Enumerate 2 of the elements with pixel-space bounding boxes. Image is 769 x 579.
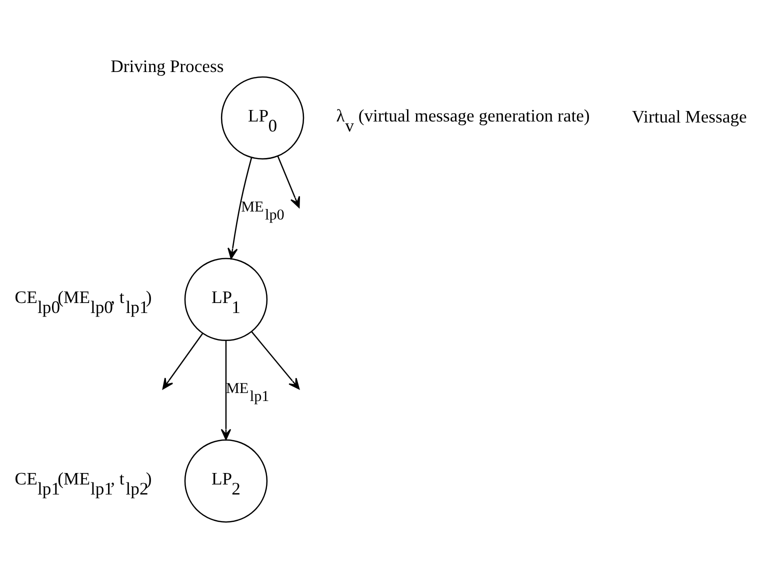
node-label: Driving Process <box>110 56 224 76</box>
label: Virtual Message <box>632 106 747 126</box>
